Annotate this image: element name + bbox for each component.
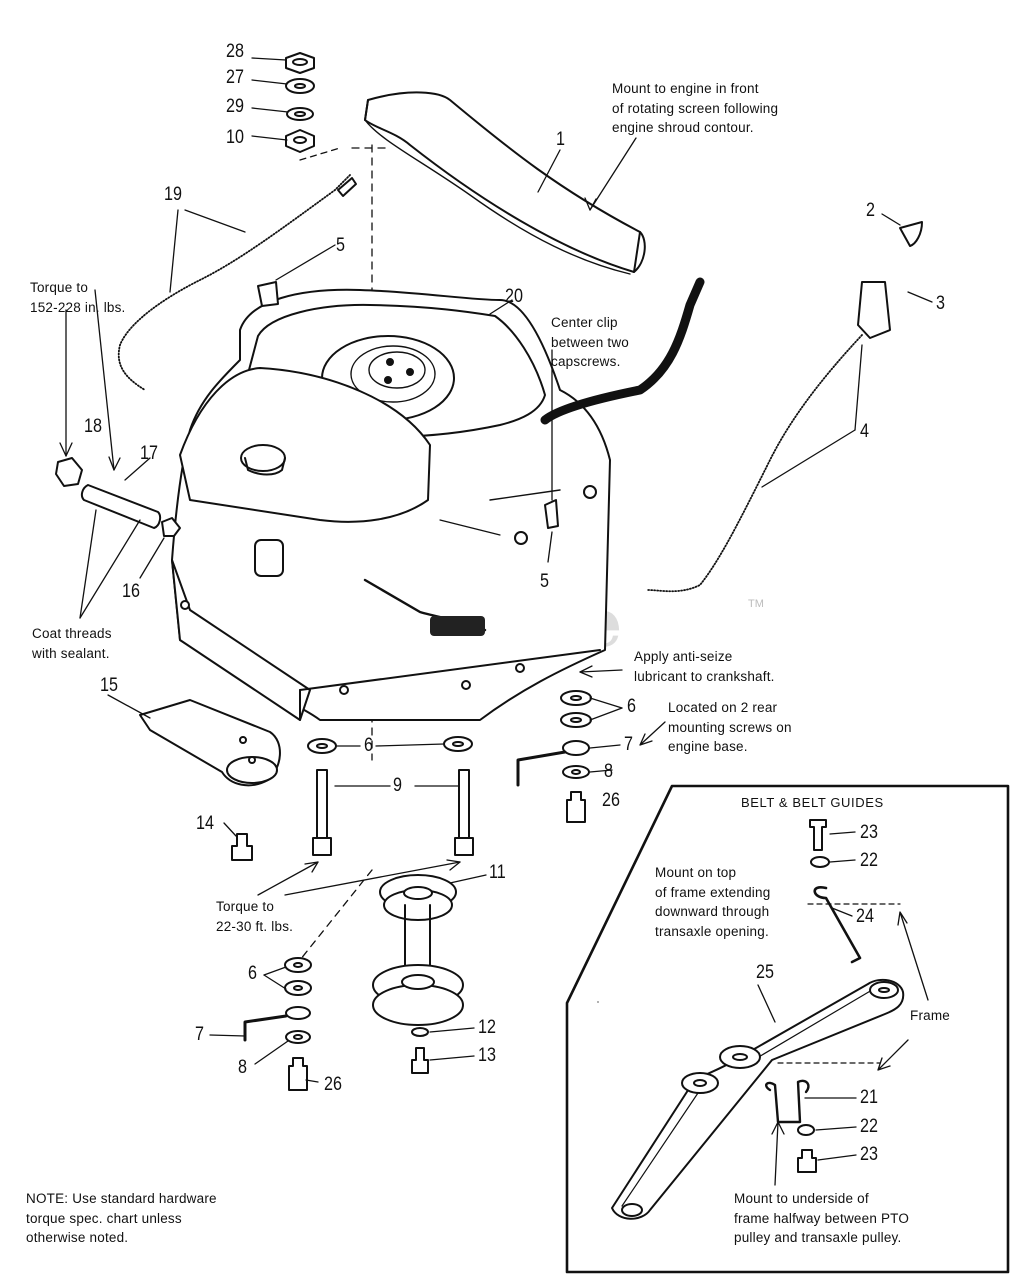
callout-5-lower: 5	[540, 571, 549, 592]
callout-7-lower: 7	[195, 1024, 204, 1045]
note-mount-on-top-of-frame: Mount on top of frame extending downward…	[655, 865, 771, 939]
callout-14: 14	[196, 813, 214, 834]
clip-5-lower	[544, 499, 559, 529]
note-torque-152-228: Torque to 152-228 in. lbs.	[30, 280, 126, 315]
rear-mount-hardware-right	[516, 690, 592, 823]
callout-22-upper: 22	[860, 850, 878, 871]
callout-26-right: 26	[602, 790, 620, 811]
callout-6-center: 6	[364, 735, 373, 756]
callout-23-upper: 23	[860, 822, 878, 843]
callout-22-lower: 22	[860, 1116, 878, 1137]
leader-lines	[59, 57, 933, 1186]
engine-mount-hardware	[307, 736, 474, 856]
callout-20: 20	[505, 286, 523, 307]
note-mount-to-underside: Mount to underside of frame halfway betw…	[734, 1191, 910, 1245]
callout-25: 25	[756, 962, 774, 983]
callout-29: 29	[226, 96, 244, 117]
callout-18: 18	[84, 416, 102, 437]
note-coat-threads: Coat threads with sealant.	[32, 626, 112, 661]
callout-3: 3	[936, 293, 945, 314]
callout-9: 9	[393, 775, 402, 796]
callout-13: 13	[478, 1045, 496, 1066]
belt-guides-title: BELT & BELT GUIDES	[741, 795, 884, 810]
callout-2: 2	[866, 200, 875, 221]
callout-6-lower: 6	[248, 963, 257, 984]
note-rear-mounting-screws: Located on 2 rear mounting screws on eng…	[668, 700, 792, 754]
callout-17: 17	[140, 443, 158, 464]
callout-15: 15	[100, 675, 118, 696]
callout-19: 19	[164, 184, 182, 205]
belt-guide-inset-frame	[565, 784, 1010, 1274]
note-standard-hardware: NOTE: Use standard hardware torque spec.…	[26, 1191, 217, 1245]
foam-seal	[364, 91, 646, 275]
callout-23-lower: 23	[860, 1144, 878, 1165]
note-mount-to-engine: Mount to engine in front of rotating scr…	[612, 81, 779, 135]
callout-21: 21	[860, 1087, 878, 1108]
callout-4: 4	[860, 421, 869, 442]
callout-8-right: 8	[604, 761, 613, 782]
callout-24: 24	[856, 906, 874, 927]
nut-18	[55, 457, 83, 487]
note-anti-seize: Apply anti-seize lubricant to crankshaft…	[634, 649, 775, 684]
stud-14	[231, 833, 253, 861]
callout-28: 28	[226, 41, 244, 62]
pto-pulley-11	[372, 874, 464, 1074]
throttle-cable	[117, 174, 357, 391]
choke-cable	[647, 334, 863, 593]
callout-7-right: 7	[624, 734, 633, 755]
dashed-bolt-line	[299, 147, 341, 161]
watermark-trademark: TM	[748, 598, 764, 610]
fuel-hose	[540, 277, 705, 425]
control-knob	[899, 221, 923, 247]
callout-27: 27	[226, 67, 244, 88]
note-frame: Frame	[910, 1008, 951, 1023]
frame-dashed-lines	[777, 903, 901, 1064]
callout-12: 12	[478, 1017, 496, 1038]
callout-8-lower: 8	[238, 1057, 247, 1078]
cable-bracket	[857, 281, 891, 339]
callout-1: 1	[556, 129, 565, 150]
stud-17	[80, 484, 162, 529]
note-torque-22-30: Torque to 22-30 ft. lbs.	[216, 899, 294, 934]
clip-5-upper	[257, 281, 279, 307]
callout-16: 16	[122, 581, 140, 602]
note-center-clip: Center clip between two capscrews.	[551, 315, 629, 369]
callout-10: 10	[226, 127, 244, 148]
nut-16	[161, 517, 181, 537]
rear-mount-hardware-left	[243, 957, 312, 1091]
callout-11: 11	[489, 862, 506, 883]
hardware-stack-top	[285, 52, 315, 153]
callout-6-right: 6	[627, 696, 636, 717]
belt-25	[611, 978, 905, 1220]
callout-5-upper: 5	[336, 235, 345, 256]
engine-shroud	[171, 288, 611, 750]
pto-bracket-15	[139, 699, 281, 787]
callout-26-lower: 26	[324, 1074, 342, 1095]
belt-guide-hardware	[765, 819, 862, 1173]
